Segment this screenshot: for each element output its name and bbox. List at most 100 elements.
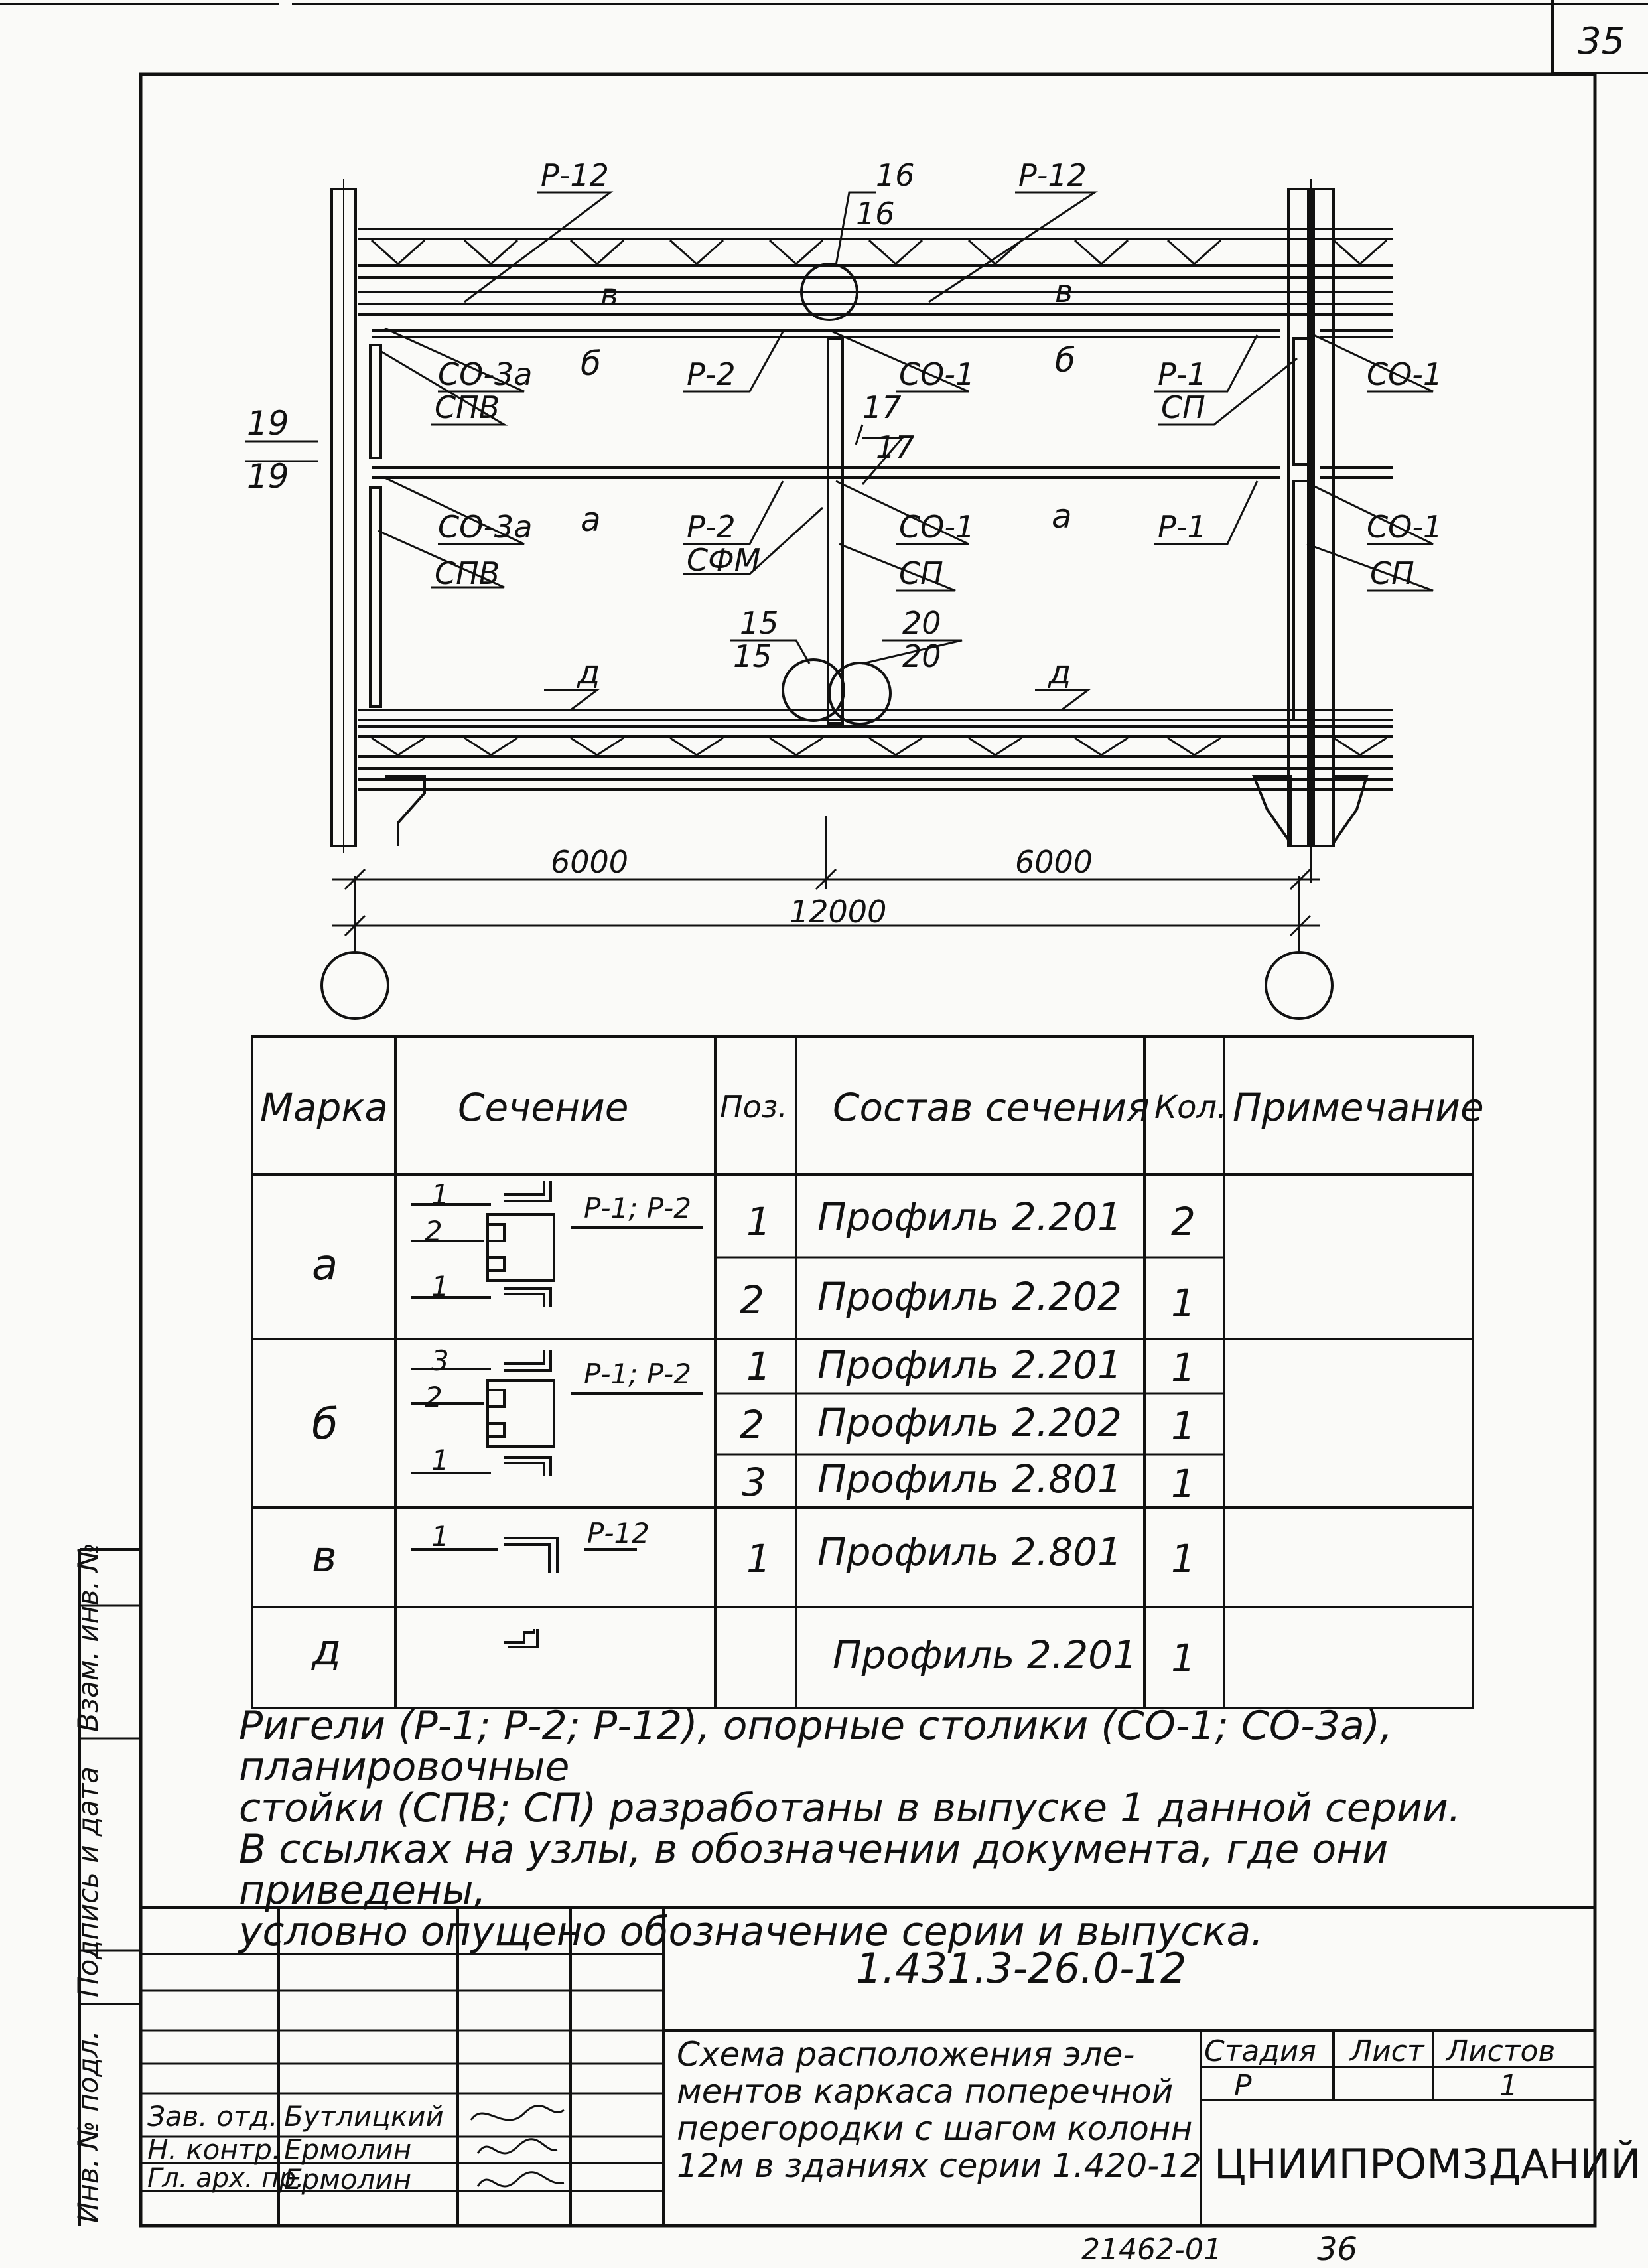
- archive-number: 21462-01: [1081, 2233, 1222, 2267]
- section-b-pos-2: 2: [425, 1381, 443, 1413]
- doc-code: 1.431.3-26.0-12: [856, 1944, 1187, 1993]
- notes: Ригели (Р-1; Р-2; Р-12), опорные столики…: [239, 1705, 1486, 1952]
- header-mark: Марка: [260, 1085, 388, 1130]
- header-composition: Состав сечения: [833, 1085, 1150, 1130]
- label-co3a-top: СО-3а: [438, 356, 532, 392]
- label-node19-bottom: 19: [247, 457, 289, 496]
- composition-b-2: Профиль 2.202: [817, 1400, 1122, 1445]
- mark-v: в: [312, 1533, 337, 1582]
- label-spv-bottom: СПВ: [435, 555, 500, 591]
- mark-b: б: [312, 1400, 338, 1449]
- pos-b-2: 2: [740, 1402, 764, 1447]
- dimension-left: 6000: [551, 844, 628, 880]
- note-line-3: В ссылках на узлы, в обозначении докумен…: [239, 1826, 1389, 1914]
- section-v-pos-1: 1: [431, 1520, 449, 1553]
- label-p1-top: Р-1: [1158, 356, 1207, 392]
- title-block-grid: [141, 1906, 1595, 2226]
- pos-b-3: 3: [742, 1460, 766, 1505]
- signatures: [470, 2105, 565, 2188]
- qty-g-1: 1: [1171, 1636, 1196, 1681]
- person-role-2: Н. контр.: [147, 2133, 281, 2166]
- section-a-pos-3: 1: [431, 1270, 449, 1303]
- label-p1-bottom: Р-1: [1158, 509, 1207, 545]
- sheets-value: 1: [1499, 2069, 1518, 2103]
- section-a-pos-1: 1: [431, 1178, 449, 1211]
- qty-b-3: 1: [1171, 1461, 1196, 1506]
- pos-a-1: 1: [746, 1199, 771, 1244]
- label-co1-right-top: СО-1: [1367, 356, 1442, 392]
- label-a-right: а: [1052, 497, 1072, 535]
- pos-b-1: 1: [746, 1344, 771, 1389]
- composition-b-1: Профиль 2.201: [817, 1342, 1122, 1387]
- drawing-title: Схема расположения эле- ментов каркаса п…: [677, 2036, 1202, 2184]
- label-co3a-bottom: СО-3а: [438, 509, 532, 545]
- frame-drawing: [320, 179, 1393, 1020]
- organization: ЦНИИПРОМЗДАНИЙ: [1214, 2140, 1641, 2188]
- label-node19-top: 19: [247, 404, 289, 443]
- title-line-4: 12м в зданиях серии 1.420-12: [677, 2147, 1202, 2185]
- pos-v-1: 1: [746, 1536, 771, 1581]
- footer-page: 36: [1317, 2231, 1358, 2268]
- label-p12-left: Р-12: [541, 157, 609, 193]
- stage-header: Стадия: [1204, 2034, 1316, 2068]
- person-role-1: Зав. отд.: [147, 2100, 278, 2133]
- label-co1-mid-bottom: СО-1: [899, 509, 975, 545]
- drawing-labels: Р-12 16 16 Р-12 в в СО-3а б Р-2 СО-1 б Р…: [247, 157, 1442, 930]
- label-p12-right: Р-12: [1018, 157, 1087, 193]
- person-role-3: Гл. арх. пр.: [147, 2163, 305, 2194]
- label-spv-top: СПВ: [435, 390, 500, 425]
- qty-b-1: 1: [1171, 1345, 1196, 1390]
- mark-a: а: [312, 1241, 338, 1290]
- qty-b-2: 1: [1171, 1403, 1196, 1449]
- note-line-1: Ригели (Р-1; Р-2; Р-12), опорные столики…: [239, 1703, 1393, 1790]
- header-section: Сечение: [458, 1085, 629, 1130]
- label-node15-top: 15: [740, 605, 779, 641]
- label-sp-right-bottom: СП: [1370, 555, 1414, 591]
- person-name-2: Ермолин: [284, 2133, 412, 2166]
- note-line-4: условно опущено обозначение серии и выпу…: [239, 1908, 1264, 1955]
- pos-a-2: 2: [740, 1277, 764, 1322]
- label-node17-bottom: 17: [876, 429, 915, 465]
- label-sp-mid: СП: [899, 555, 943, 591]
- composition-g-1: Профиль 2.201: [833, 1632, 1137, 1677]
- sheet-header: Лист: [1350, 2034, 1424, 2068]
- section-v-label: Р-12: [587, 1517, 650, 1549]
- note-line-2: стойки (СПВ; СП) разработаны в выпуске 1…: [239, 1785, 1461, 1831]
- title-line-1: Схема расположения эле-: [677, 2035, 1135, 2074]
- qty-a-1: 2: [1171, 1199, 1196, 1244]
- label-node20-bottom: 20: [902, 638, 941, 674]
- spec-table-grid: [251, 1035, 1474, 1709]
- side-stamp-inv-no: Инв. № подл.: [72, 2030, 104, 2223]
- composition-v-1: Профиль 2.801: [817, 1529, 1122, 1575]
- label-sfm: СФМ: [687, 542, 760, 578]
- label-node17-top: 17: [862, 390, 902, 425]
- label-node16-top: 16: [876, 157, 915, 193]
- label-a-left: а: [581, 500, 601, 539]
- side-stamp-replacement-no: Взам. инв. №: [72, 1542, 104, 1732]
- title-line-2: ментов каркаса поперечной: [677, 2072, 1174, 2111]
- leader-lines: [245, 191, 1434, 711]
- label-v-left: в: [600, 277, 618, 313]
- person-name-1: Бутлицкий: [284, 2100, 444, 2133]
- dimension-total: 12000: [790, 894, 886, 930]
- section-a-label: Р-1; Р-2: [584, 1192, 691, 1224]
- label-g-left: д: [577, 653, 600, 691]
- sheets-header: Листов: [1446, 2034, 1556, 2068]
- qty-v-1: 1: [1171, 1536, 1196, 1581]
- header-note: Примечание: [1233, 1085, 1484, 1130]
- qty-a-2: 1: [1171, 1281, 1196, 1326]
- side-stamp-signature-date: Подпись и дата: [72, 1766, 104, 1997]
- label-b-right: б: [1055, 341, 1075, 380]
- label-v-right: в: [1055, 273, 1073, 309]
- label-sp-right-top: СП: [1161, 390, 1205, 425]
- label-node20-top: 20: [902, 605, 941, 641]
- section-b-pos-3: 1: [431, 1444, 449, 1476]
- page-number: 35: [1578, 20, 1625, 63]
- label-node15-bottom: 15: [733, 638, 772, 674]
- section-b-label: Р-1; Р-2: [584, 1358, 691, 1390]
- title-line-3: перегородки с шагом колонн: [677, 2109, 1193, 2148]
- label-p2-bottom: Р-2: [687, 509, 736, 545]
- composition-a-2: Профиль 2.202: [817, 1274, 1122, 1319]
- person-name-3: Ермолин: [284, 2163, 412, 2196]
